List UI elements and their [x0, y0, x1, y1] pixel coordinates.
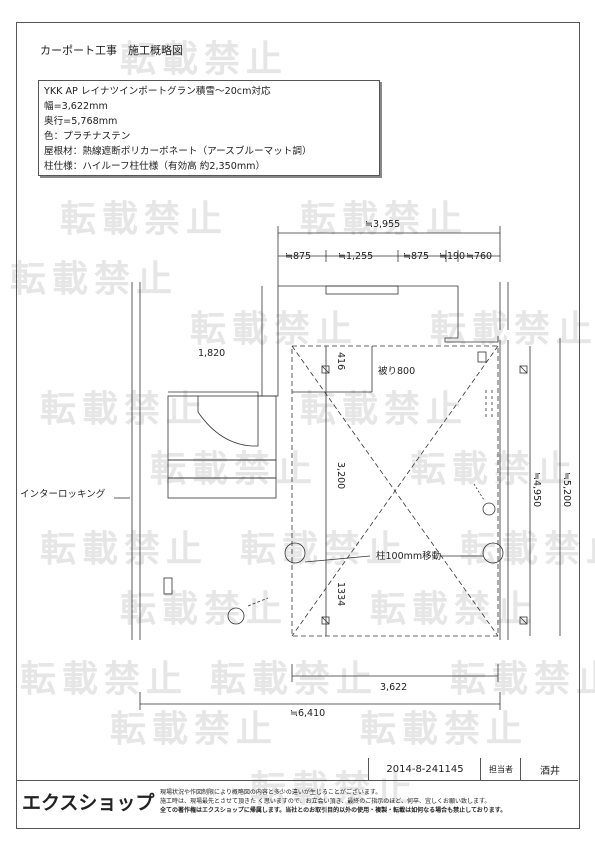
- label-overlap: 被り800: [378, 365, 415, 377]
- post-marker: [482, 542, 504, 564]
- post-marker: [284, 542, 306, 564]
- dim-416: 416: [335, 352, 346, 370]
- watermark-text: 転載禁止: [20, 659, 189, 700]
- watermark-text: 転載禁止: [460, 529, 595, 570]
- footer-notes: 現場状況や作図制限により概略図の内容と多少の違いが生じることがございます。 施工…: [160, 788, 570, 815]
- dim-1255: ≒1,255: [338, 251, 373, 262]
- dim-4950: ≒4,950: [531, 472, 542, 507]
- watermark-text: 転載禁止: [40, 529, 209, 570]
- watermark-text: 転載禁止: [430, 309, 595, 350]
- dim-3200: 3,200: [335, 462, 346, 489]
- brand-logo: エクスショップ: [22, 792, 155, 814]
- watermark-text: 転載禁止: [10, 259, 179, 300]
- watermark-text: 転載禁止: [450, 659, 595, 700]
- watermark-text: 転載禁止: [110, 709, 279, 750]
- page-title: カーポート工事 施工概略図: [40, 44, 183, 57]
- spec-line: YKK AP レイナツインポートグラン積雪～20cm対応: [44, 86, 271, 97]
- post-marker: [482, 502, 496, 516]
- watermark-text: 転載禁止: [250, 769, 419, 810]
- dim-5200: ≒5,200: [561, 472, 572, 507]
- dim-6410: ≒6,410: [290, 708, 325, 719]
- spec-line: 奥行=5,768mm: [44, 116, 118, 127]
- watermark-text: 転載禁止: [360, 709, 529, 750]
- watermark-text: 転載禁止: [120, 39, 289, 80]
- dim-1820: 1,820: [198, 348, 225, 359]
- spec-line: 柱仕様：ハイルーフ柱仕様（有効高 約2,350mm）: [44, 161, 266, 172]
- watermark-text: 転載禁止: [150, 449, 319, 490]
- dim-875-b: ≒875: [403, 251, 429, 262]
- spec-box: YKK AP レイナツインポートグラン積雪～20cm対応 幅=3,622mm 奥…: [38, 80, 380, 176]
- watermark-text: 転載禁止: [210, 659, 379, 700]
- dim-top-total: ≒3,955: [365, 219, 400, 230]
- watermark-text: 転載禁止: [370, 589, 539, 630]
- spec-line: 色：プラチナステン: [44, 131, 131, 142]
- doc-number: 2014-8-241145: [368, 758, 481, 780]
- title-block: 2014-8-241145 担当者 酒井: [16, 758, 578, 780]
- person-name: 酒井: [520, 758, 579, 780]
- dim-190: ≒190: [439, 251, 465, 262]
- label-post-move: 柱100mm移動: [376, 550, 441, 562]
- door-swing: [197, 396, 259, 447]
- note-line: 現場状況や作図制限により概略図の内容と多少の違いが生じることがございます。: [160, 789, 382, 796]
- post-marker: [227, 607, 245, 625]
- note-line: 全ての著作権はエクスショップに帰属します。当社とのお取引目的以外の使用・複製・転…: [160, 807, 507, 814]
- watermark-text: 転載禁止: [60, 199, 229, 240]
- spec-line: 屋根材：熱線遮断ポリカーボネート（アースブルーマット調）: [44, 146, 312, 157]
- sheet-frame: [16, 22, 580, 829]
- watermark-text: 転載禁止: [190, 309, 359, 350]
- entrance-step: [167, 395, 277, 461]
- person-label: 担当者: [480, 758, 521, 780]
- window: [325, 285, 399, 295]
- house-wall: [168, 286, 279, 397]
- watermark-text: 転載禁止: [410, 449, 579, 490]
- note-line: 施工時は、現場最先とさせて頂きた く思いますので、お立会い頂き、最終のご指示のほ…: [160, 798, 491, 805]
- dim-1334: 1334: [335, 582, 346, 606]
- dim-760: ≒760: [466, 251, 492, 262]
- label-interlocking: インターロッキング: [20, 488, 106, 500]
- dim-3622: 3,622: [380, 682, 407, 693]
- spec-line: 幅=3,622mm: [44, 101, 108, 112]
- watermark-text: 転載禁止: [120, 589, 289, 630]
- watermark-text: 転載禁止: [240, 529, 409, 570]
- dim-875-a: ≒875: [285, 251, 311, 262]
